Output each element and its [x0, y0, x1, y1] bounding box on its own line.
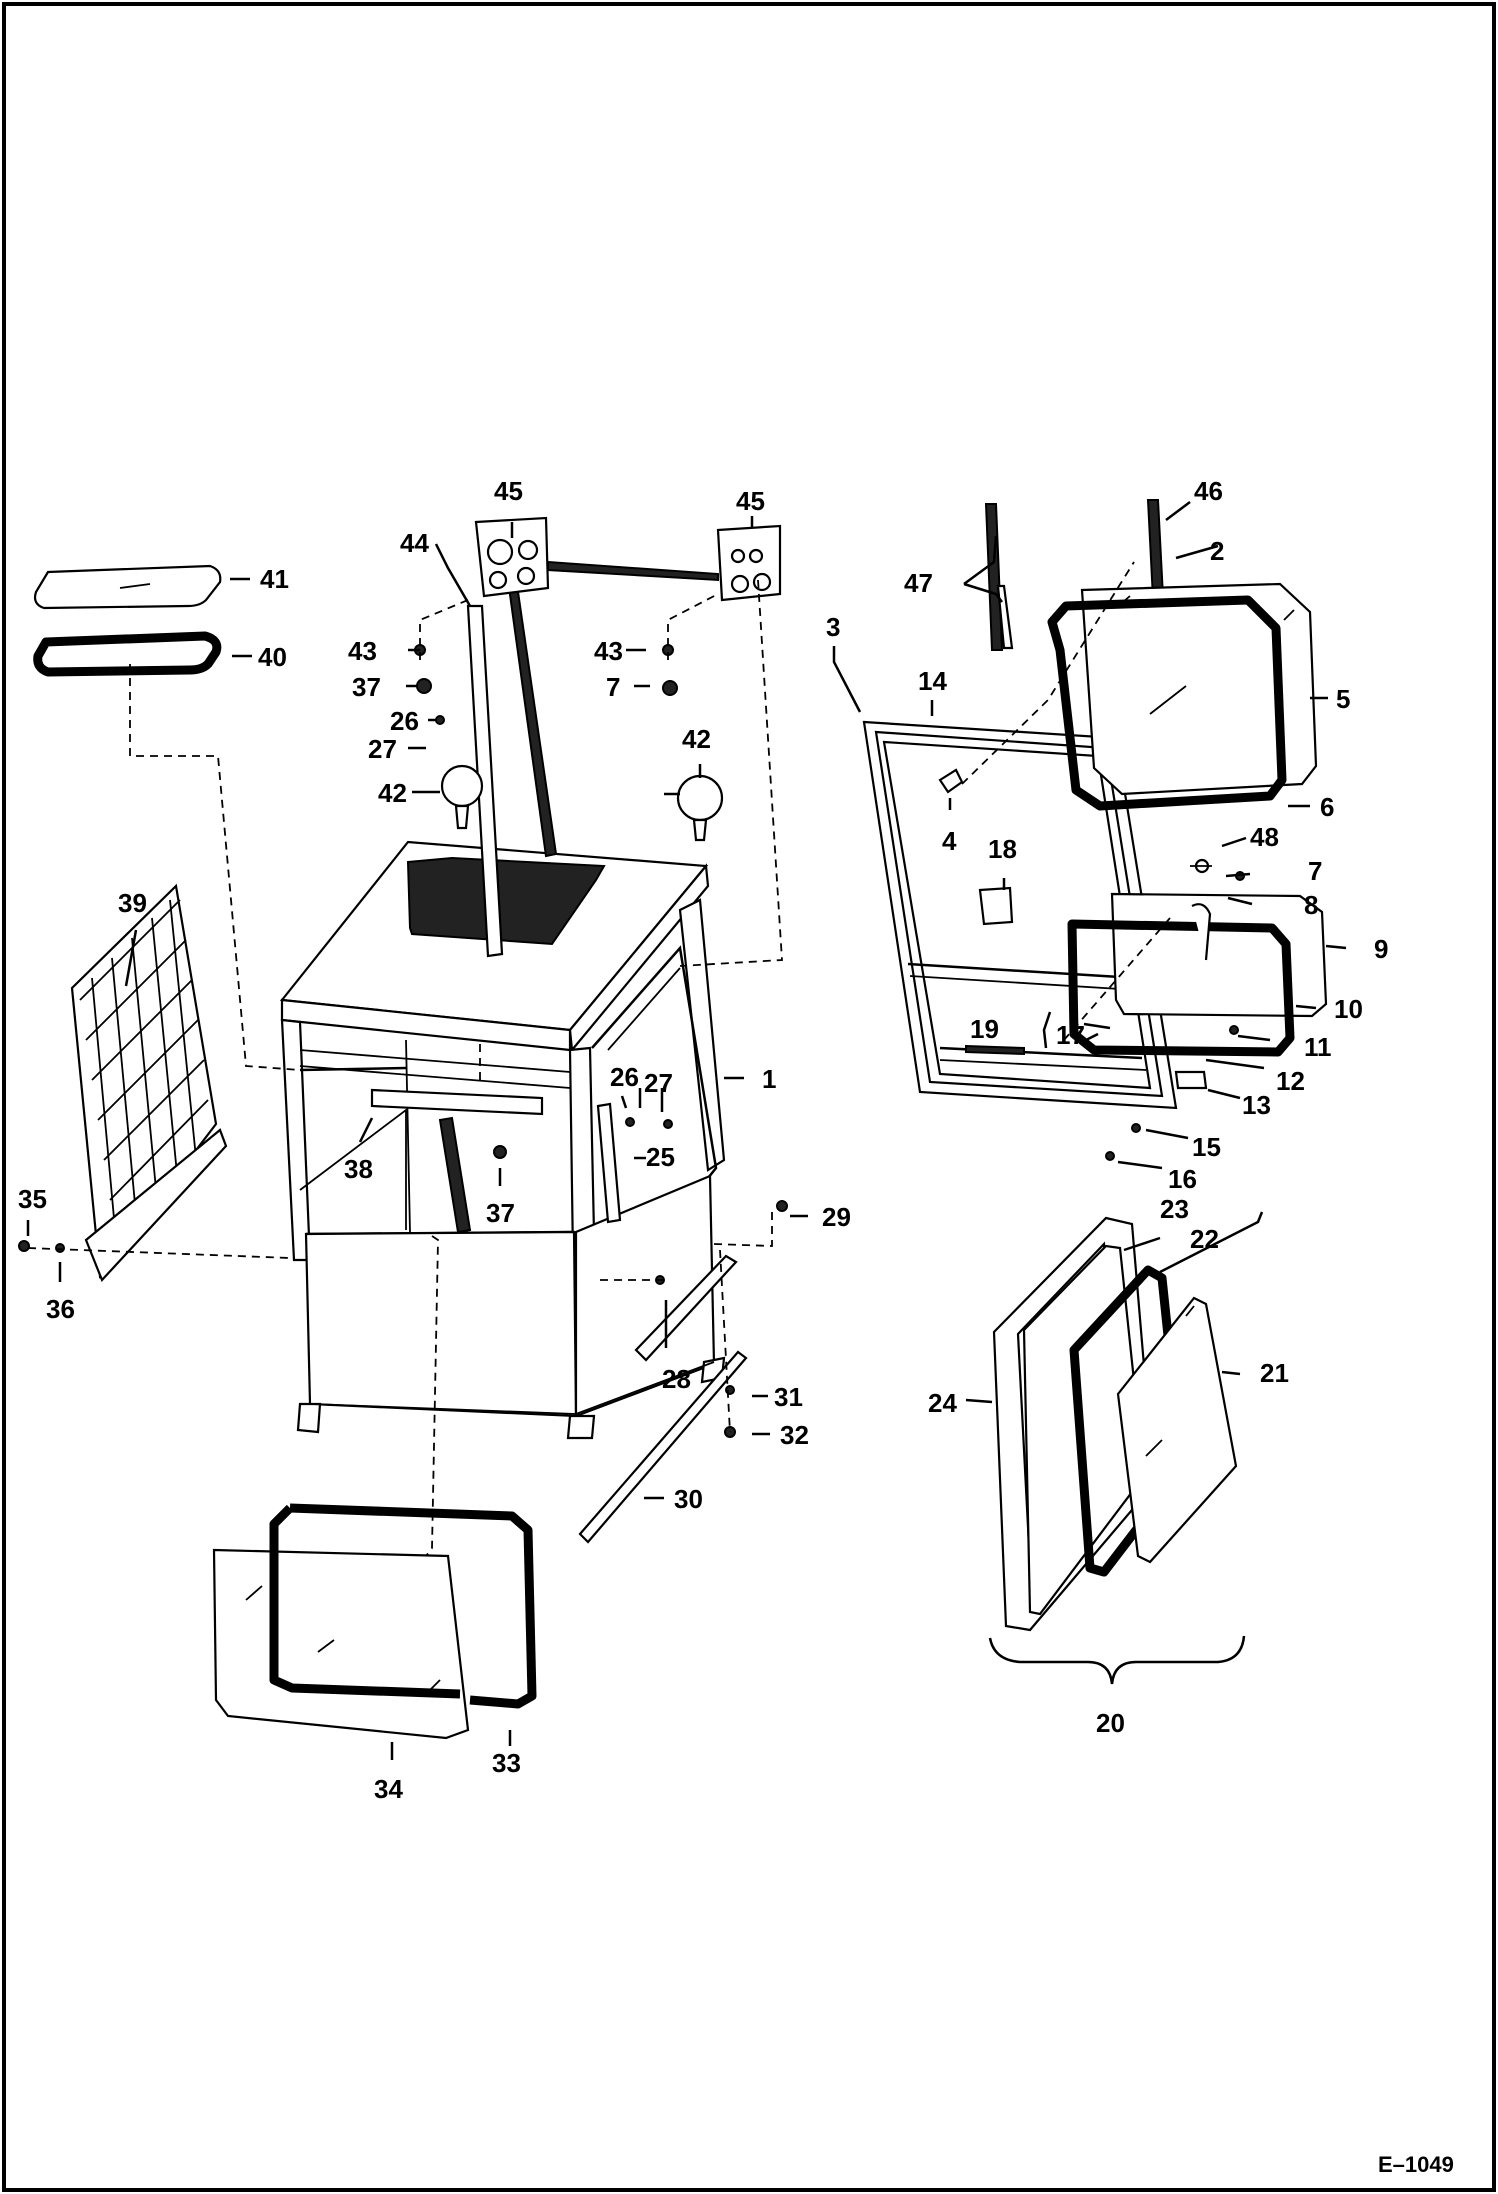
callout-32: 32: [780, 1420, 809, 1450]
callout-2: 2: [1210, 536, 1224, 566]
top-window-seal-40: [33, 631, 222, 677]
callout-24: 24: [928, 1388, 957, 1418]
callout-9: 9: [1374, 934, 1388, 964]
callout-37-center: 37: [486, 1198, 515, 1228]
drawing-code: E–1049: [1378, 2152, 1454, 2177]
callout-31: 31: [774, 1382, 803, 1412]
brace-20: [988, 1635, 1246, 1685]
callout-18: 18: [988, 834, 1017, 864]
callout-29: 29: [822, 1202, 851, 1232]
lower-seal-10: [1067, 919, 1295, 1057]
callout-28: 28: [662, 1364, 691, 1394]
dome-light-42-left: [440, 764, 484, 830]
callout-43-left: 43: [348, 636, 377, 666]
callout-11: 11: [1304, 1032, 1332, 1062]
callout-7-center: 7: [606, 672, 620, 702]
callout-5: 5: [1336, 684, 1350, 714]
front-glass-34: [212, 1548, 470, 1740]
callout-23: 23: [1160, 1194, 1189, 1224]
upper-seal-6: [1047, 595, 1287, 811]
callout-1: 1: [762, 1064, 776, 1094]
callout-44: 44: [400, 528, 429, 558]
lower-glass-9: [1110, 892, 1328, 1018]
cross-bar-38: [370, 1088, 544, 1116]
callout-27-center: 27: [644, 1068, 673, 1098]
callout-6: 6: [1320, 792, 1334, 822]
callout-15: 15: [1192, 1132, 1221, 1162]
callout-8: 8: [1304, 890, 1318, 920]
callout-38: 38: [344, 1154, 373, 1184]
callout-36: 36: [46, 1294, 75, 1324]
callout-25: 25: [646, 1142, 675, 1172]
callout-46: 46: [1194, 476, 1223, 506]
callout-27-left: 27: [368, 734, 397, 764]
door-latch-18: [978, 886, 1014, 926]
bracket-45-right: [716, 524, 782, 602]
fasteners-left: [18, 644, 788, 1438]
callout-35: 35: [18, 1184, 47, 1214]
strip-30: [578, 1350, 748, 1544]
callout-41: 41: [260, 564, 289, 594]
rear-screen-39: [70, 883, 228, 1283]
callout-45-left: 45: [494, 476, 523, 506]
bracket-45-left: [474, 516, 550, 598]
strip-28: [634, 1254, 738, 1362]
callout-21: 21: [1260, 1358, 1289, 1388]
callout-43-right: 43: [594, 636, 623, 666]
callout-39: 39: [118, 888, 147, 918]
rail-12-13: [1174, 1070, 1208, 1090]
handle-19: [1042, 1011, 1052, 1049]
strut-47: [984, 503, 1014, 651]
callout-16: 16: [1168, 1164, 1197, 1194]
front-seal-33: [269, 1503, 537, 1709]
guide-lines-center: [27, 579, 783, 1681]
callout-26-left: 26: [390, 706, 419, 736]
handle-25: [596, 1102, 622, 1224]
callout-17: 17: [1056, 1020, 1085, 1050]
callout-3: 3: [826, 612, 840, 642]
callout-19: 19: [970, 1014, 999, 1044]
callout-48: 48: [1250, 822, 1279, 852]
callout-42-left: 42: [378, 778, 407, 808]
callout-26-center: 26: [610, 1062, 639, 1092]
door-frame-3: [862, 720, 1178, 1110]
window-glass-21: [1116, 1296, 1238, 1564]
callout-30: 30: [674, 1484, 703, 1514]
callout-13: 13: [1242, 1090, 1271, 1120]
callout-22: 22: [1190, 1224, 1219, 1254]
callout-20: 20: [1096, 1708, 1125, 1738]
callout-7-right: 7: [1308, 856, 1322, 886]
crossbar-45: [547, 560, 719, 582]
callout-42-right: 42: [682, 724, 711, 754]
dome-light-42-right: [676, 774, 724, 842]
callout-12: 12: [1276, 1066, 1305, 1096]
cab-frame-1: [279, 840, 726, 1440]
door-handle-4: [938, 768, 964, 794]
callout-34: 34: [374, 1774, 403, 1804]
callout-10: 10: [1334, 994, 1363, 1024]
leader-lines: [26, 501, 1347, 1760]
guide-lines-right: [961, 561, 1171, 1041]
callout-40: 40: [258, 642, 287, 672]
callout-45-right: 45: [736, 486, 765, 516]
callout-14: 14: [918, 666, 947, 696]
callout-4: 4: [942, 826, 957, 856]
callout-47: 47: [904, 568, 933, 598]
top-window-glass-41: [33, 564, 222, 610]
callout-37-left: 37: [352, 672, 381, 702]
callout-33: 33: [492, 1748, 521, 1778]
